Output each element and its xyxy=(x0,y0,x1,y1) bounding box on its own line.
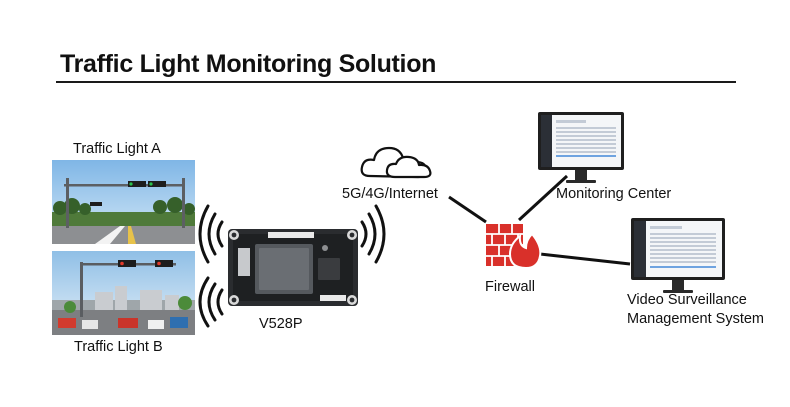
vsms-label-line1: Video Surveillance xyxy=(627,292,747,308)
traffic-light-a-photo xyxy=(52,160,195,244)
traffic-light-b-photo xyxy=(52,251,195,335)
monitor-icon xyxy=(631,218,725,293)
firewall-icon xyxy=(486,224,542,270)
wireless-signal-icon xyxy=(198,204,386,328)
monitor-icon xyxy=(538,112,624,183)
v528p-label: V528P xyxy=(259,316,303,332)
traffic-light-b-label: Traffic Light B xyxy=(74,339,163,355)
traffic-light-a-label: Traffic Light A xyxy=(73,141,161,157)
network-label: 5G/4G/Internet xyxy=(342,186,438,202)
diagram-title: Traffic Light Monitoring Solution xyxy=(60,50,437,78)
title-divider xyxy=(56,81,736,83)
link-network-firewall xyxy=(448,195,487,224)
vsms-label-line2: Management System xyxy=(627,311,765,327)
monitoring-center-label: Monitoring Center xyxy=(556,186,672,202)
link-firewall-monitoring xyxy=(517,174,569,222)
link-firewall-vsms xyxy=(539,252,631,266)
v528p-board-image xyxy=(228,229,358,306)
cloud-icon xyxy=(360,146,432,179)
firewall-label: Firewall xyxy=(485,279,535,295)
connector-lines xyxy=(448,174,631,266)
